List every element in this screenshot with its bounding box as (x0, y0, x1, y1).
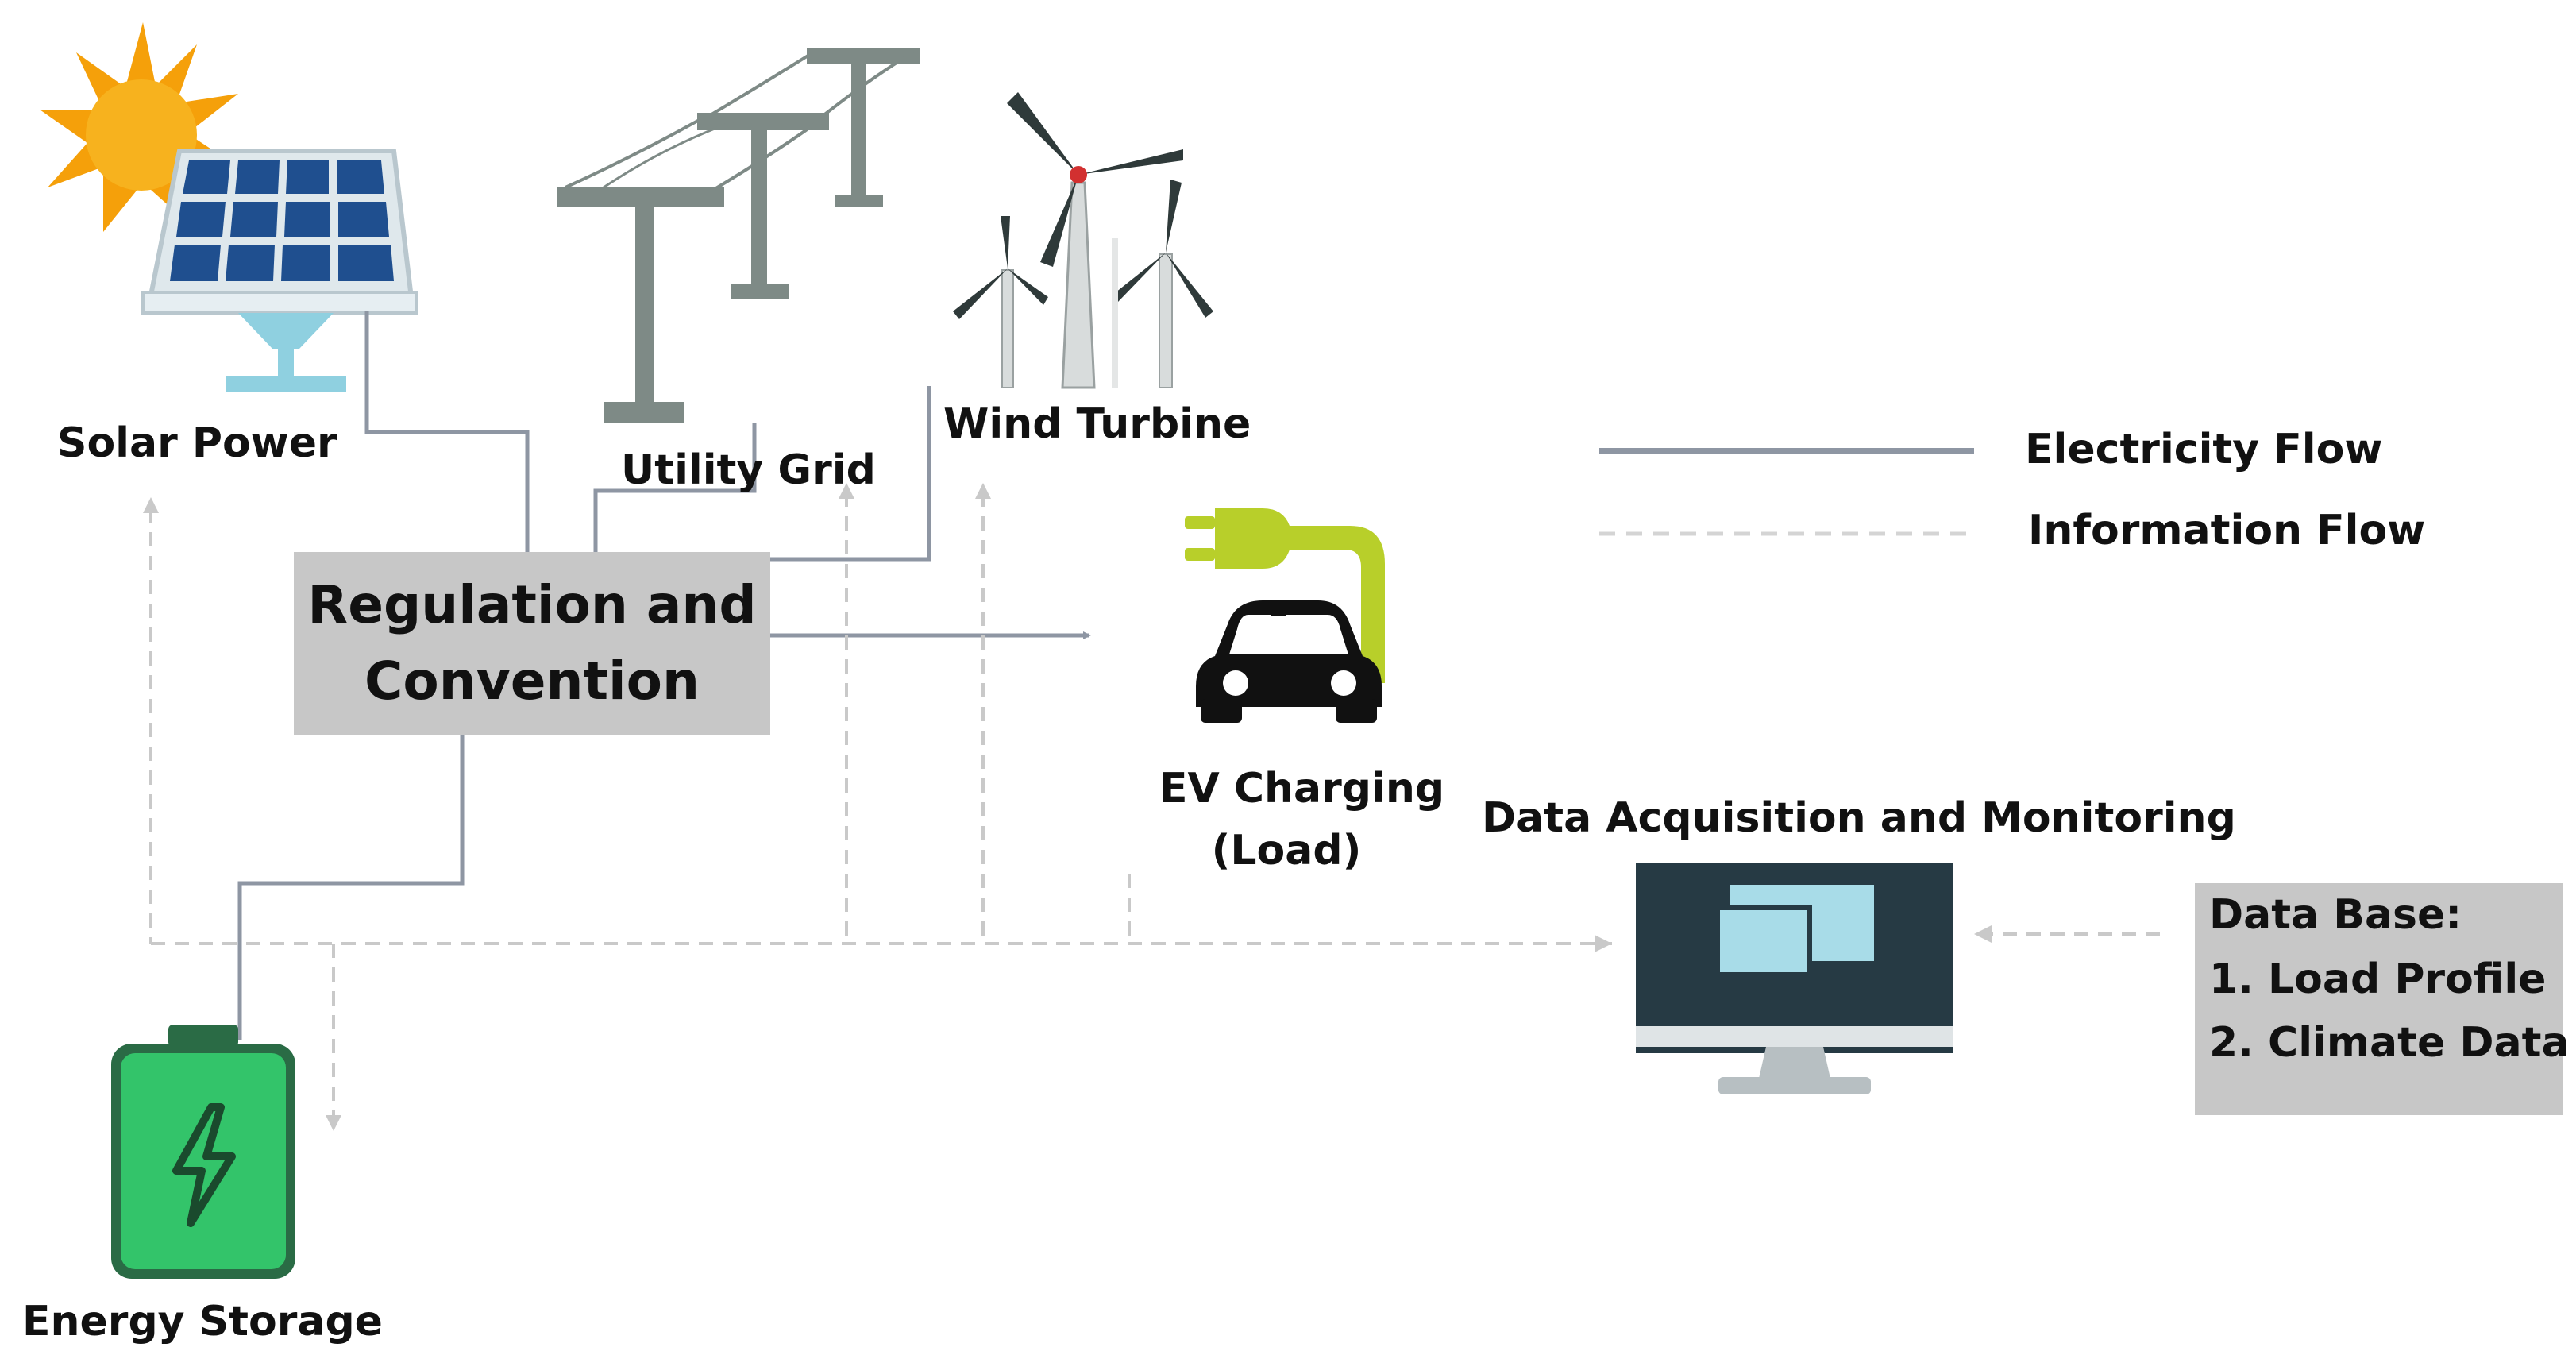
utility-grid-icon (557, 48, 920, 423)
legend-information-label: Information Flow (2028, 507, 2426, 554)
database-box: Data Base: 1. Load Profile 2. Climate Da… (2195, 883, 2570, 1115)
utility-grid-label: Utility Grid (621, 446, 876, 494)
wind-turbine-icon (953, 92, 1213, 389)
database-item-load-profile: 1. Load Profile (2209, 955, 2547, 1003)
solar-panel-icon (40, 22, 418, 392)
ev-charging-label-line1: EV Charging (1159, 765, 1445, 813)
energy-storage-label: Energy Storage (22, 1298, 383, 1345)
ev-charging-icon (1185, 508, 1385, 723)
monitor-icon (1636, 863, 1953, 1094)
battery-icon (111, 1025, 295, 1279)
database-item-climate-data: 2. Climate Data (2209, 1019, 2570, 1067)
ev-charging-label: EV Charging (Load) (1159, 758, 1445, 882)
solar-power-label: Solar Power (57, 419, 337, 467)
database-title: Data Base: (2209, 891, 2462, 939)
plug-icon (1185, 508, 1385, 683)
regulation-box: Regulation and Convention (294, 552, 770, 735)
sun-icon (40, 22, 238, 232)
electricity-flow-lines (237, 311, 1091, 1040)
ev-charging-label-line2: (Load) (1211, 827, 1362, 874)
regulation-label-line2: Convention (364, 650, 700, 712)
information-flow-lines (149, 492, 2160, 1126)
regulation-label-line1: Regulation and (307, 574, 757, 636)
legend (1599, 448, 1974, 536)
wind-turbine-label: Wind Turbine (943, 400, 1251, 448)
legend-electricity-label: Electricity Flow (2025, 426, 2383, 473)
monitoring-label: Data Acquisition and Monitoring (1482, 794, 2236, 842)
car-icon (1196, 600, 1382, 723)
